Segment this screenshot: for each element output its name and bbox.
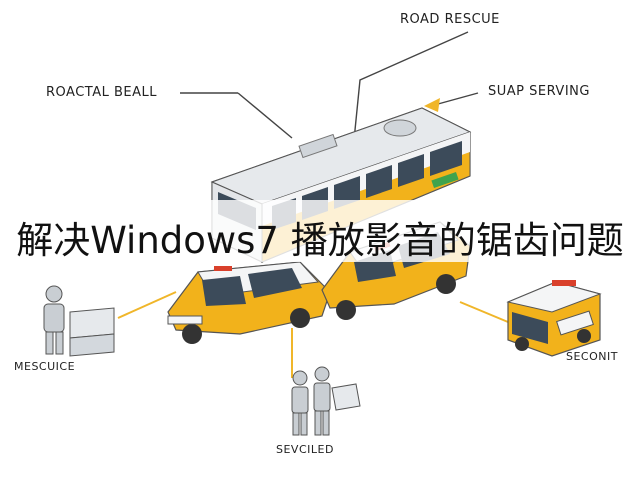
label-seconit: SECONIT [566, 350, 618, 363]
van-left [167, 261, 331, 344]
label-road-rescue: ROAD RESCUE [400, 12, 500, 27]
suap-arrow-icon [424, 98, 440, 112]
people-with-clipboard [291, 366, 361, 436]
label-suap-serving: SUAP SERVING [488, 84, 590, 99]
person-at-desk [43, 285, 115, 357]
label-roactal-beall: ROACTAL BEALL [46, 85, 157, 100]
leader-seconit [459, 301, 509, 323]
overlay-title: 解决Windows7 播放影音的锯齿问题 [16, 219, 624, 262]
bus-green-decal [431, 171, 459, 189]
small-truck [506, 280, 602, 357]
label-mescuice: MESCUICE [14, 360, 76, 373]
label-sevciled: SEVCILED [276, 443, 334, 456]
leader-mescuice [117, 291, 177, 319]
title-band [0, 200, 640, 262]
leader-suap-serving [437, 92, 479, 105]
leader-roactal-beall-diag [237, 92, 293, 139]
